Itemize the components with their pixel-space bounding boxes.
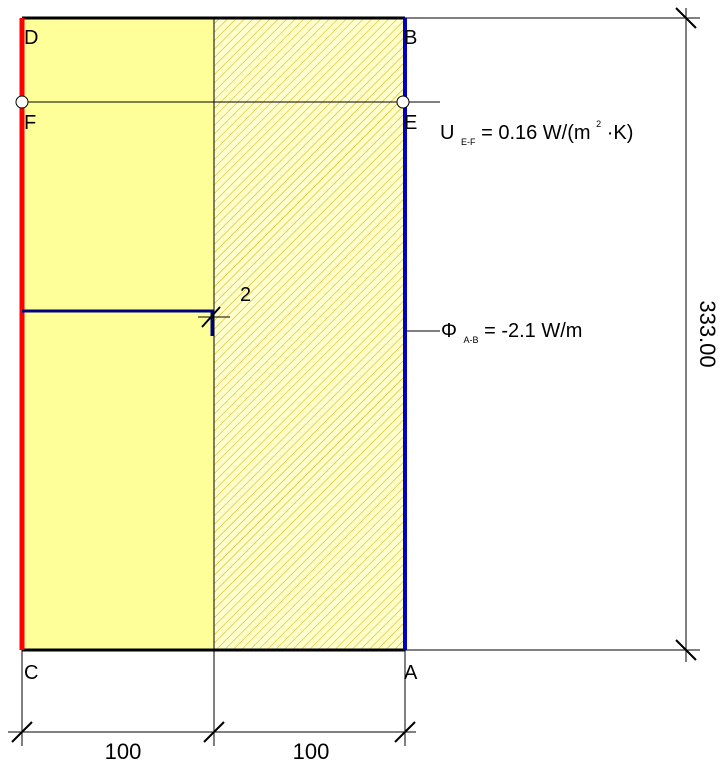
phi-subscript: A-B	[464, 335, 479, 345]
left-material-region	[22, 18, 214, 650]
corner-label-f: F	[24, 112, 36, 134]
corner-label-a: A	[404, 662, 418, 684]
dim-tick-left	[11, 721, 33, 743]
phi-value-annotation: Φ A-B = -2.1 W/m	[441, 320, 582, 348]
corner-label-d: D	[24, 27, 38, 49]
dim-tick-right	[394, 721, 416, 743]
dim-tick-top	[675, 7, 697, 29]
dim-tick-bottom	[675, 639, 697, 661]
right-hatched-region	[214, 18, 405, 650]
section-point-e	[396, 95, 410, 109]
u-subscript: E-F	[461, 137, 476, 147]
corner-label-e: E	[404, 112, 417, 134]
u-superscript: 2	[596, 119, 601, 129]
section-point-f	[15, 95, 29, 109]
dim-label-width-left: 100	[105, 739, 142, 763]
dim-label-height: 333.00	[695, 300, 719, 367]
u-value: = 0.16 W/(m	[481, 122, 590, 144]
dim-label-width-right: 100	[293, 739, 330, 763]
u-symbol: U	[440, 122, 454, 144]
phi-symbol: Φ	[441, 320, 457, 342]
u-unit-tail: ·K)	[607, 122, 634, 144]
corner-label-b: B	[404, 27, 417, 49]
inner-profile-line	[22, 309, 214, 336]
node-label: 2	[240, 284, 251, 306]
u-value-annotation: U E-F = 0.16 W/(m 2 ·K)	[440, 110, 633, 150]
phi-value: = -2.1 W/m	[484, 320, 582, 342]
dim-tick-mid	[203, 721, 225, 743]
node-tick-d	[201, 306, 221, 328]
corner-label-c: C	[24, 662, 38, 684]
